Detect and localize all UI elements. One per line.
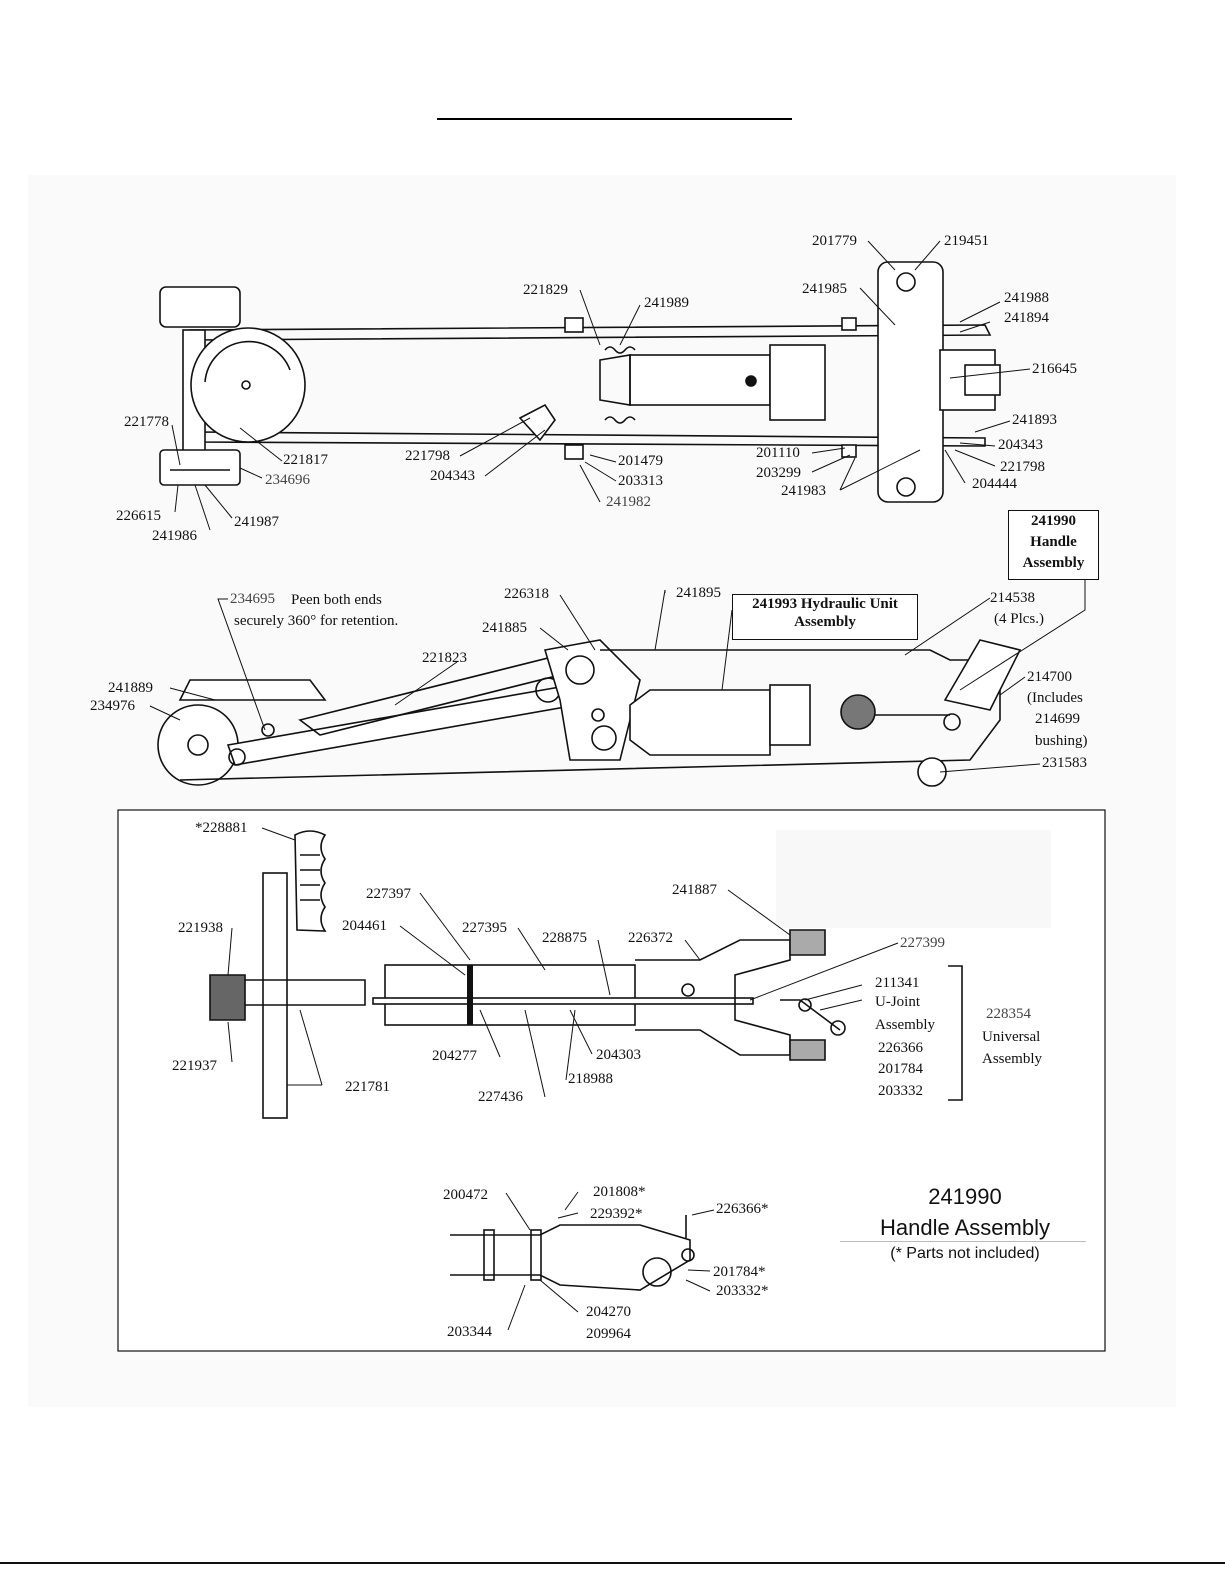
note-text: Assembly — [875, 1017, 935, 1033]
part-label: 226366* — [716, 1201, 769, 1217]
part-label: 229392* — [590, 1206, 643, 1222]
part-label: 211341 — [875, 975, 920, 991]
note-text: bushing) — [1035, 733, 1088, 749]
top-view-leaders — [171, 240, 1031, 531]
top-view-jack — [159, 261, 1001, 503]
part-label: 221817 — [283, 452, 328, 468]
note-text: (Includes — [1027, 690, 1083, 706]
box-line: Handle — [1030, 534, 1077, 550]
part-label: 219451 — [944, 233, 989, 249]
part-label: 226372 — [628, 930, 673, 946]
part-label: 201808* — [593, 1184, 646, 1200]
part-label: 221781 — [345, 1079, 390, 1095]
part-label: 204303 — [596, 1047, 641, 1063]
part-label: 201784* — [713, 1264, 766, 1280]
part-label: 241894 — [1004, 310, 1049, 326]
part-label: 201779 — [812, 233, 857, 249]
part-label: 228875 — [542, 930, 587, 946]
handle-assembly-title: Handle Assembly — [880, 1215, 1050, 1240]
part-label: 234695 — [230, 591, 275, 607]
part-label: 241887 — [672, 882, 717, 898]
part-label: 221829 — [523, 282, 568, 298]
part-label: 221778 — [124, 414, 169, 430]
part-label: 241893 — [1012, 412, 1057, 428]
part-label: 231583 — [1042, 755, 1087, 771]
bottom-rule — [0, 1562, 1225, 1564]
part-label: 204343 — [430, 468, 475, 484]
part-label: 203344 — [447, 1324, 492, 1340]
note-text: Assembly — [982, 1051, 1042, 1067]
box-line: 241993 Hydraulic Unit — [752, 596, 898, 612]
part-label: 214700 — [1027, 669, 1072, 685]
handle-panel-leaders — [227, 827, 899, 1331]
box-line: Assembly — [794, 614, 856, 630]
side-view-jack — [157, 639, 1022, 787]
part-label: 227436 — [478, 1089, 523, 1105]
part-label: 241987 — [234, 514, 279, 530]
box-line: Assembly — [1022, 555, 1085, 571]
part-label: 241983 — [781, 483, 826, 499]
part-label: 204444 — [972, 476, 1017, 492]
part-label: 204270 — [586, 1304, 631, 1320]
handle-assembly-number: 241990 — [928, 1184, 1002, 1209]
part-label: 221938 — [178, 920, 223, 936]
part-label: 203313 — [618, 473, 663, 489]
handle-panel-drawing — [209, 830, 963, 1291]
part-label: 218988 — [568, 1071, 613, 1087]
part-label: 241889 — [108, 680, 153, 696]
part-label: 241986 — [152, 528, 197, 544]
part-label: 226318 — [504, 586, 549, 602]
part-label: 203299 — [756, 465, 801, 481]
part-label: *228881 — [195, 820, 248, 836]
note-text: securely 360° for retention. — [234, 613, 399, 629]
part-label: 221798 — [405, 448, 450, 464]
part-label: 221823 — [422, 650, 467, 666]
part-label: 201784 — [878, 1061, 923, 1077]
title-divider — [840, 1241, 1086, 1242]
part-label: 221937 — [172, 1058, 217, 1074]
part-label: 241989 — [644, 295, 689, 311]
part-label: 241895 — [676, 585, 721, 601]
part-label: 203332* — [716, 1283, 769, 1299]
part-label: 209964 — [586, 1326, 631, 1342]
box-line: 241990 — [1031, 513, 1076, 529]
part-label: 241985 — [802, 281, 847, 297]
part-label: 221798 — [1000, 459, 1045, 475]
part-label: 203332 — [878, 1083, 923, 1099]
part-label: 227397 — [366, 886, 411, 902]
blank-area — [776, 830, 1051, 928]
part-label: 234696 — [265, 472, 310, 488]
part-label: 226366 — [878, 1040, 923, 1056]
part-label: 216645 — [1032, 361, 1077, 377]
part-label: 204461 — [342, 918, 387, 934]
part-label: 201479 — [618, 453, 663, 469]
note-text: (4 Plcs.) — [994, 611, 1044, 627]
part-label: 227395 — [462, 920, 507, 936]
part-label: 201110 — [756, 445, 800, 461]
part-label: 234976 — [90, 698, 135, 714]
part-label: 214699 — [1035, 711, 1080, 727]
side-view-leaders — [149, 580, 1086, 773]
note-text: Peen both ends — [291, 592, 382, 608]
parts-not-included-note: (* Parts not included) — [890, 1245, 1040, 1262]
part-label: 227399 — [900, 935, 945, 951]
note-text: Universal — [982, 1029, 1041, 1045]
handle-assembly-box: 241990 Handle Assembly — [1008, 510, 1099, 580]
note-text: U-Joint — [875, 994, 920, 1010]
hydraulic-unit-box: 241993 Hydraulic Unit Assembly — [732, 594, 918, 640]
part-label: 241988 — [1004, 290, 1049, 306]
part-label: 228354 — [986, 1006, 1031, 1022]
part-label: 226615 — [116, 508, 161, 524]
part-label: 204343 — [998, 437, 1043, 453]
part-label: 241982 — [606, 494, 651, 510]
part-label: 241885 — [482, 620, 527, 636]
part-label: 204277 — [432, 1048, 477, 1064]
part-label: 214538 — [990, 590, 1035, 606]
part-label: 200472 — [443, 1187, 488, 1203]
